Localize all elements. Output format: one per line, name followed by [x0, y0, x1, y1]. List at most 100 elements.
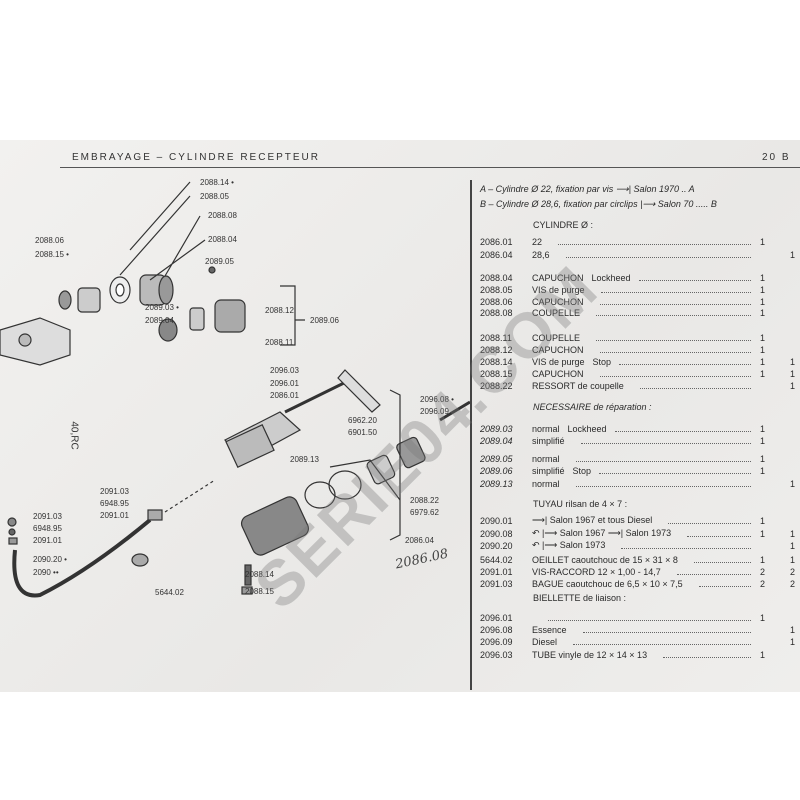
- header-rule: [60, 167, 800, 168]
- qty-b: 1: [789, 541, 795, 551]
- dot-leader: [619, 364, 751, 365]
- dot-leader: [693, 562, 751, 563]
- dot-leader: [663, 657, 751, 658]
- part-code: 2089.05: [480, 454, 513, 464]
- qty-a: 1: [759, 345, 765, 355]
- part-description: CAPUCHON: [532, 369, 584, 379]
- part-callout: 2088.11: [265, 338, 294, 347]
- dot-leader: [596, 340, 751, 341]
- part-callout: 2086.04: [405, 536, 434, 545]
- part-code: 2089.04: [480, 436, 513, 446]
- part-description: ↶ |⟶ Salon 1973: [532, 540, 606, 550]
- intro-a: A – Cylindre Ø 22, fixation par vis ⟶| S…: [480, 184, 695, 194]
- dot-leader: [582, 632, 751, 633]
- part-description: TUBE vinyle de 12 × 14 × 13: [532, 650, 648, 660]
- dot-leader: [548, 620, 751, 621]
- part-code: 2089.13: [480, 479, 513, 489]
- part-description: CAPUCHON: [532, 273, 584, 283]
- qty-b: 2: [789, 567, 795, 577]
- part-code: 2088.04: [480, 273, 513, 283]
- dot-leader: [573, 644, 751, 645]
- part-callout: 2089.06: [310, 316, 339, 325]
- part-description: VIS-RACCORD 12 × 1,00 - 14,7: [532, 567, 661, 577]
- part-group: Stop: [592, 357, 612, 367]
- column-divider: [470, 180, 472, 690]
- dot-leader: [668, 523, 751, 524]
- part-callout: 2088.22: [410, 496, 439, 505]
- qty-a: 1: [759, 308, 765, 318]
- part-code: 2090.01: [480, 516, 513, 526]
- part-description: CAPUCHON: [532, 297, 584, 307]
- qty-a: 2: [759, 579, 765, 589]
- qty-a: 1: [759, 297, 765, 307]
- part-callout: 2088.12: [265, 306, 294, 315]
- part-callout: 2088.08: [208, 211, 237, 220]
- part-code: 2090.08: [480, 529, 513, 539]
- page-title: EMBRAYAGE – CYLINDRE RECEPTEUR: [72, 152, 321, 163]
- part-code: 2089.03: [480, 424, 513, 434]
- qty-b: 1: [789, 529, 795, 539]
- part-code: 2096.09: [480, 637, 513, 647]
- heading-tuyau: TUYAU rilsan de 4 × 7 :: [533, 499, 628, 509]
- part-callout: 2089.04: [145, 316, 174, 325]
- part-callout: 2096.08 •: [420, 395, 454, 404]
- part-row: 2088.06 CAPUCHON 1: [480, 295, 795, 307]
- dot-leader: [575, 486, 751, 487]
- part-code: 2086.01: [480, 237, 513, 247]
- part-callout: 6901.50: [348, 428, 377, 437]
- page-number: 20 B: [762, 152, 791, 163]
- part-description: Essence: [532, 625, 567, 635]
- dot-leader: [614, 431, 751, 432]
- part-code: 2088.14: [480, 357, 513, 367]
- part-code: 2088.08: [480, 308, 513, 318]
- dot-leader: [638, 280, 751, 281]
- intro-b: B – Cylindre Ø 28,6, fixation par circli…: [480, 199, 717, 209]
- dot-leader: [676, 574, 751, 575]
- part-description: normal: [532, 479, 560, 489]
- part-row: 2090.08 ↶ |⟶ Salon 1967 ⟶| Salon 1973 1 1: [480, 527, 795, 539]
- part-row: 2088.08 COUPELLE 1: [480, 306, 795, 318]
- part-callout: 2090.20 •: [33, 555, 67, 564]
- part-description: normal: [532, 424, 560, 434]
- dot-leader: [575, 461, 751, 462]
- part-code: 2088.06: [480, 297, 513, 307]
- part-code: 2096.03: [480, 650, 513, 660]
- part-callout: 2088.05: [200, 192, 229, 201]
- part-description: ↶ |⟶ Salon 1967 ⟶| Salon 1973: [532, 528, 672, 538]
- part-callout: 2088.15: [245, 587, 274, 596]
- part-description: RESSORT de coupelle: [532, 381, 624, 391]
- qty-b: 1: [789, 555, 795, 565]
- part-callout: 2096.03: [270, 366, 299, 375]
- part-callout: 2088.06: [35, 236, 64, 245]
- qty-a: 1: [759, 333, 765, 343]
- qty-a: 1: [759, 650, 765, 660]
- part-code: 2089.06: [480, 466, 513, 476]
- qty-a: 1: [759, 529, 765, 539]
- part-description: VIS de purge: [532, 285, 585, 295]
- part-description: 28,6: [532, 250, 550, 260]
- qty-a: 1: [759, 424, 765, 434]
- part-code: 2088.15: [480, 369, 513, 379]
- part-group: Lockheed: [591, 273, 631, 283]
- part-code: 2086.04: [480, 250, 513, 260]
- part-description: COUPELLE: [532, 308, 581, 318]
- part-group: Lockheed: [567, 424, 607, 434]
- part-row: 2089.03 normal Lockheed 1: [480, 422, 795, 434]
- dot-leader: [600, 292, 751, 293]
- qty-a: 1: [759, 613, 765, 623]
- part-description: 22: [532, 237, 543, 247]
- part-code: 5644.02: [480, 555, 513, 565]
- qty-b: 2: [789, 579, 795, 589]
